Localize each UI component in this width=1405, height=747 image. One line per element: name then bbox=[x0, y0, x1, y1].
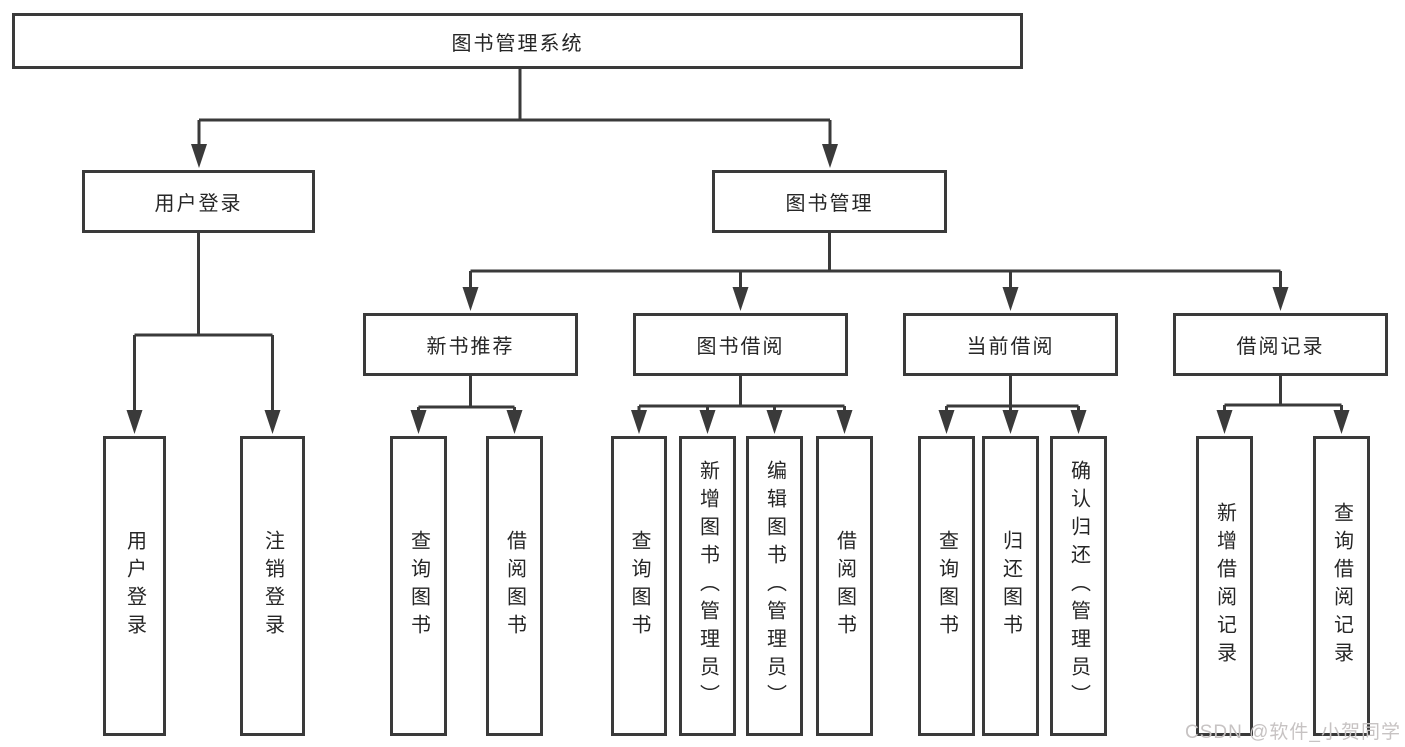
node-label: 新增借阅记录 bbox=[1213, 502, 1236, 670]
node-library-system: 图书管理系统 bbox=[12, 13, 1023, 69]
node-label: 查询借阅记录 bbox=[1330, 502, 1353, 670]
node-label: 当前借阅 bbox=[966, 336, 1055, 358]
node-label: 图书管理系统 bbox=[451, 32, 584, 55]
node-label: 借阅图书 bbox=[833, 530, 856, 642]
node-label: 确认归还（管理员） bbox=[1067, 460, 1090, 712]
node-label: 查询图书 bbox=[935, 530, 958, 642]
node-edit-books-admin: 编辑图书（管理员） bbox=[746, 436, 803, 736]
node-label: 查询图书 bbox=[407, 530, 430, 642]
node-label: 用户登录 bbox=[123, 530, 146, 642]
node-borrow-records: 借阅记录 bbox=[1173, 313, 1388, 376]
node-label: 借阅图书 bbox=[503, 530, 526, 642]
node-new-book-recommend: 新书推荐 bbox=[363, 313, 578, 376]
node-label: 新书推荐 bbox=[426, 336, 515, 358]
node-book-borrow: 图书借阅 bbox=[633, 313, 848, 376]
node-add-borrow-record: 新增借阅记录 bbox=[1196, 436, 1253, 736]
node-label: 编辑图书（管理员） bbox=[763, 460, 786, 712]
node-label: 注销登录 bbox=[261, 530, 284, 642]
node-label: 图书管理 bbox=[785, 193, 874, 215]
node-label: 归还图书 bbox=[999, 530, 1022, 642]
arrowheads bbox=[126, 144, 1350, 434]
node-borrow-books: 借阅图书 bbox=[816, 436, 873, 736]
node-label: 用户登录 bbox=[154, 193, 243, 215]
node-current-query-books: 查询图书 bbox=[918, 436, 975, 736]
node-current-borrow: 当前借阅 bbox=[903, 313, 1118, 376]
node-query-borrow-record: 查询借阅记录 bbox=[1313, 436, 1370, 736]
node-label: 图书借阅 bbox=[696, 336, 785, 358]
node-user-login-leaf: 用户登录 bbox=[103, 436, 166, 736]
node-label: 新增图书（管理员） bbox=[696, 460, 719, 712]
node-confirm-return-admin: 确认归还（管理员） bbox=[1050, 436, 1107, 736]
node-label: 借阅记录 bbox=[1236, 336, 1325, 358]
node-recommend-borrow-books: 借阅图书 bbox=[486, 436, 543, 736]
node-label: 查询图书 bbox=[628, 530, 650, 642]
node-logout: 注销登录 bbox=[240, 436, 305, 736]
node-user-login: 用户登录 bbox=[82, 170, 315, 233]
watermark: CSDN @软件_小贺同学 bbox=[1185, 722, 1401, 743]
node-borrow-query-books: 查询图书 bbox=[611, 436, 667, 736]
node-add-books-admin: 新增图书（管理员） bbox=[679, 436, 736, 736]
node-recommend-query-books: 查询图书 bbox=[390, 436, 447, 736]
node-return-books: 归还图书 bbox=[982, 436, 1039, 736]
node-book-management: 图书管理 bbox=[712, 170, 947, 233]
